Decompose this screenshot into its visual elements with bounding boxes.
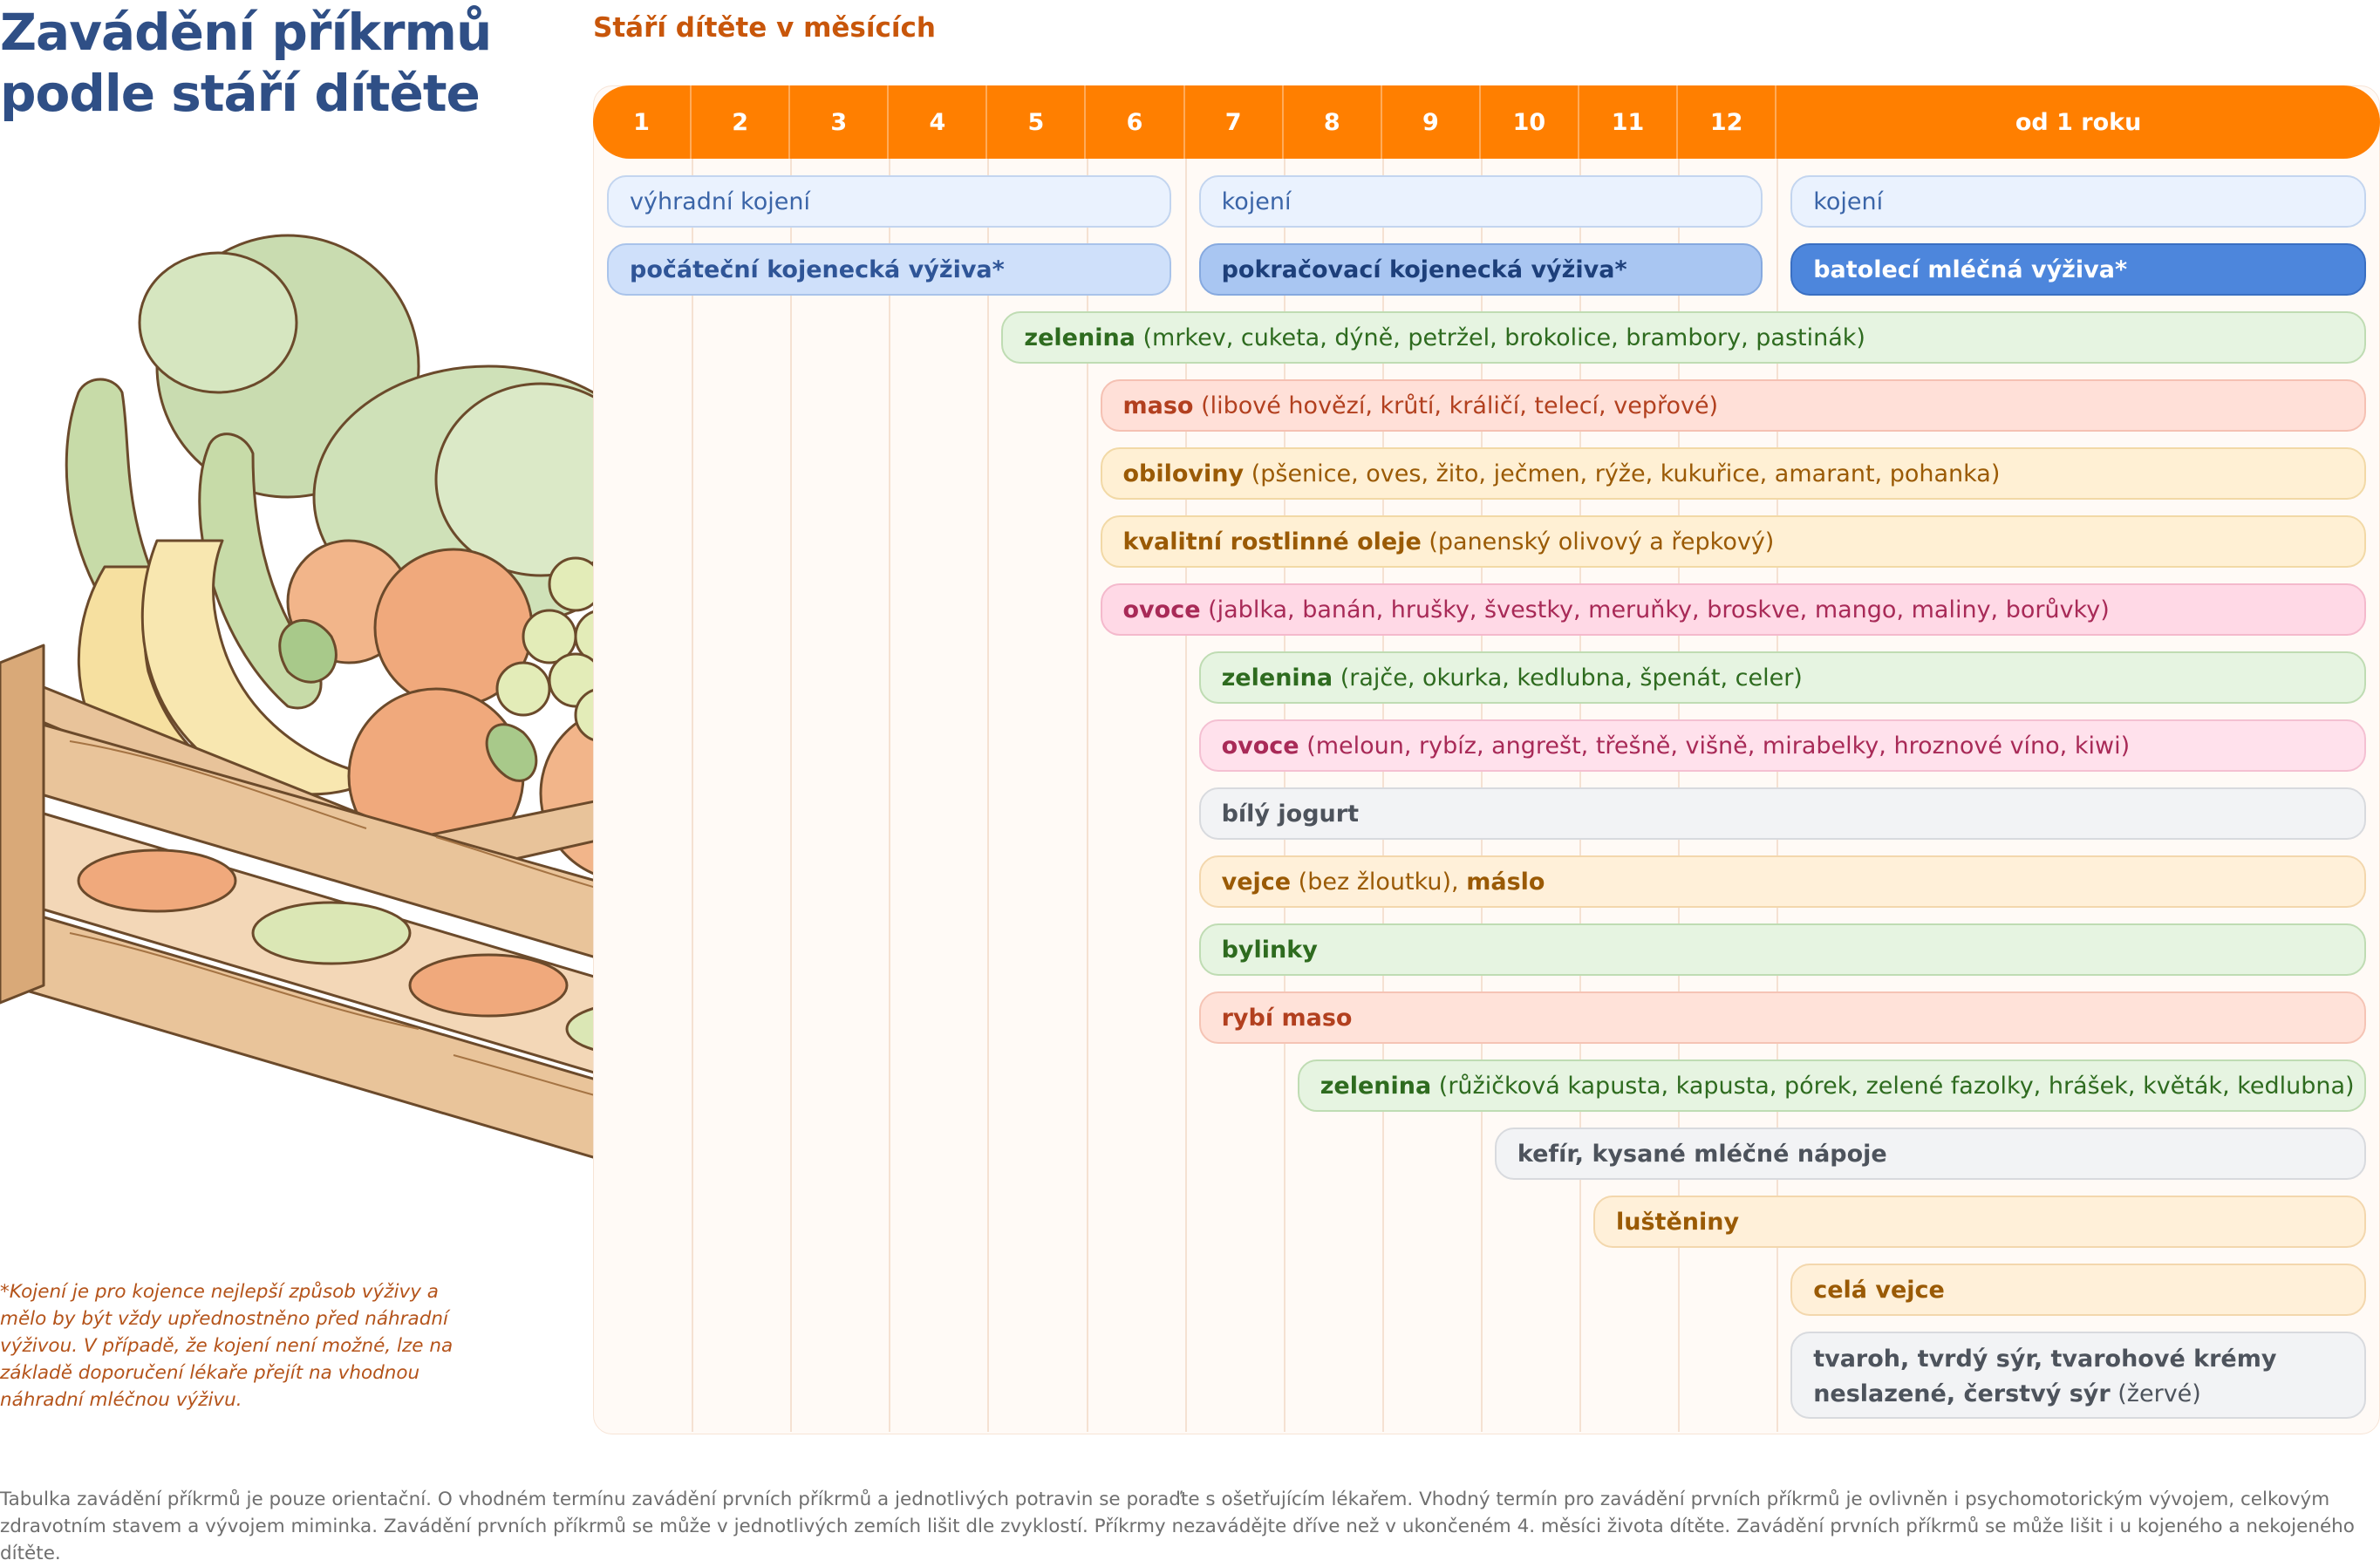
food-label-detail: (bez žloutku), (1291, 868, 1467, 896)
gridline (692, 159, 694, 1432)
food-row: ovoce (meloun, rybíz, angrešt, třešně, v… (1198, 719, 2366, 772)
food-label-bold: ovoce (1122, 596, 1201, 623)
food-label-detail: kojení (1813, 187, 1884, 215)
month-header-2: 2 (692, 85, 791, 159)
food-label-bold: celá vejce (1813, 1276, 1945, 1304)
month-header-3: 3 (790, 85, 890, 159)
month-header-10: 10 (1481, 85, 1579, 159)
month-header-9: 9 (1382, 85, 1481, 159)
food-label-detail: (meloun, rybíz, angrešt, třešně, višně, … (1299, 732, 2131, 760)
food-label-bold: luštěniny (1616, 1208, 1740, 1236)
food-label-bold: rybí maso (1221, 1004, 1353, 1032)
month-header-1: 1 (593, 85, 692, 159)
food-label-bold: pokračovací kojenecká výživa* (1221, 255, 1627, 283)
food-row: výhradní kojení (607, 175, 1171, 228)
gridline (790, 159, 793, 1432)
food-row: kojení (1198, 175, 1763, 228)
food-row: zelenina (mrkev, cuketa, dýně, petržel, … (1001, 311, 2366, 364)
food-row: batolecí mléčná výživa* (1790, 243, 2366, 296)
food-label-bold: bylinky (1221, 936, 1318, 964)
food-row: obiloviny (pšenice, oves, žito, ječmen, … (1100, 447, 2366, 500)
food-label-bold: zelenina (1320, 1072, 1432, 1100)
food-label-detail: (jablka, banán, hrušky, švestky, meruňky… (1200, 596, 2110, 623)
food-label-bold: kefír, kysané mléčné nápoje (1517, 1140, 1887, 1168)
food-label-bold: bílý jogurt (1221, 800, 1360, 828)
food-row: luštěniny (1593, 1196, 2366, 1248)
food-label-bold: tvaroh, tvrdý sýr, tvarohové krémy nesla… (1813, 1346, 2277, 1407)
food-label-bold: ovoce (1221, 732, 1299, 760)
food-row: zelenina (rajče, okurka, kedlubna, špená… (1198, 651, 2366, 704)
food-label-bold: máslo (1466, 868, 1545, 896)
food-row: bylinky (1198, 923, 2366, 976)
month-header-6: 6 (1087, 85, 1185, 159)
food-label-detail: (libové hovězí, krůtí, králičí, telecí, … (1193, 392, 1719, 419)
gridline (987, 159, 990, 1432)
gridline (1086, 159, 1088, 1432)
gridline (889, 159, 891, 1432)
month-header-4: 4 (889, 85, 988, 159)
month-header-od-1-roku: od 1 roku (2015, 108, 2142, 136)
food-row: rybí maso (1198, 991, 2366, 1044)
food-label-bold: maso (1122, 392, 1194, 419)
food-row: zelenina (růžičková kapusta, kapusta, pó… (1297, 1059, 2366, 1112)
month-header-5: 5 (987, 85, 1087, 159)
food-row: kojení (1790, 175, 2366, 228)
disclaimer: Tabulka zavádění příkrmů je pouze orient… (0, 1489, 2355, 1564)
food-label-bold: počáteční kojenecká výživa* (630, 255, 1005, 283)
food-label-detail: (mrkev, cuketa, dýně, petržel, brokolice… (1135, 324, 1865, 351)
food-label-detail: kojení (1221, 187, 1292, 215)
food-row: bílý jogurt (1198, 787, 2366, 840)
food-row: maso (libové hovězí, krůtí, králičí, tel… (1100, 379, 2366, 432)
month-header-11: 11 (1579, 85, 1679, 159)
food-label-detail: (žervé) (2110, 1380, 2201, 1407)
food-label-bold: kvalitní rostlinné oleje (1122, 528, 1422, 555)
food-label-bold: obiloviny (1122, 460, 1245, 487)
food-row: počáteční kojenecká výživa* (607, 243, 1171, 296)
food-row: celá vejce (1790, 1264, 2366, 1316)
food-row: vejce (bez žloutku), máslo (1198, 855, 2366, 908)
food-label-detail: (rajče, okurka, kedlubna, špenát, celer) (1333, 664, 1803, 692)
food-label-detail: (panenský olivový a řepkový) (1421, 528, 1775, 555)
food-label-bold: batolecí mléčná výživa* (1813, 255, 2128, 283)
food-row: kvalitní rostlinné oleje (panenský olivo… (1100, 515, 2366, 568)
food-row: pokračovací kojenecká výživa* (1198, 243, 1763, 296)
food-label-bold: zelenina (1024, 324, 1135, 351)
page-title: Zavádění příkrmů podle stáří dítěte (0, 3, 492, 123)
food-label-bold: vejce (1221, 868, 1292, 896)
gridline (1184, 159, 1187, 1432)
food-label-detail: (pšenice, oves, žito, ječmen, rýže, kuku… (1244, 460, 2001, 487)
month-header-7: 7 (1185, 85, 1284, 159)
axis-title: Stáří dítěte v měsících (593, 12, 936, 44)
month-header-12: 12 (1678, 85, 1777, 159)
food-label-detail: (růžičková kapusta, kapusta, pórek, zele… (1431, 1072, 2355, 1100)
food-label-bold: zelenina (1221, 664, 1333, 692)
food-row: kefír, kysané mléčné nápoje (1494, 1128, 2366, 1180)
food-label-detail: výhradní kojení (630, 187, 810, 215)
footnote: *Kojení je pro kojence nejlepší způsob v… (0, 1281, 453, 1411)
month-header-8: 8 (1284, 85, 1382, 159)
food-row: ovoce (jablka, banán, hrušky, švestky, m… (1100, 583, 2366, 636)
food-row: tvaroh, tvrdý sýr, tvarohové krémy nesla… (1790, 1332, 2366, 1419)
